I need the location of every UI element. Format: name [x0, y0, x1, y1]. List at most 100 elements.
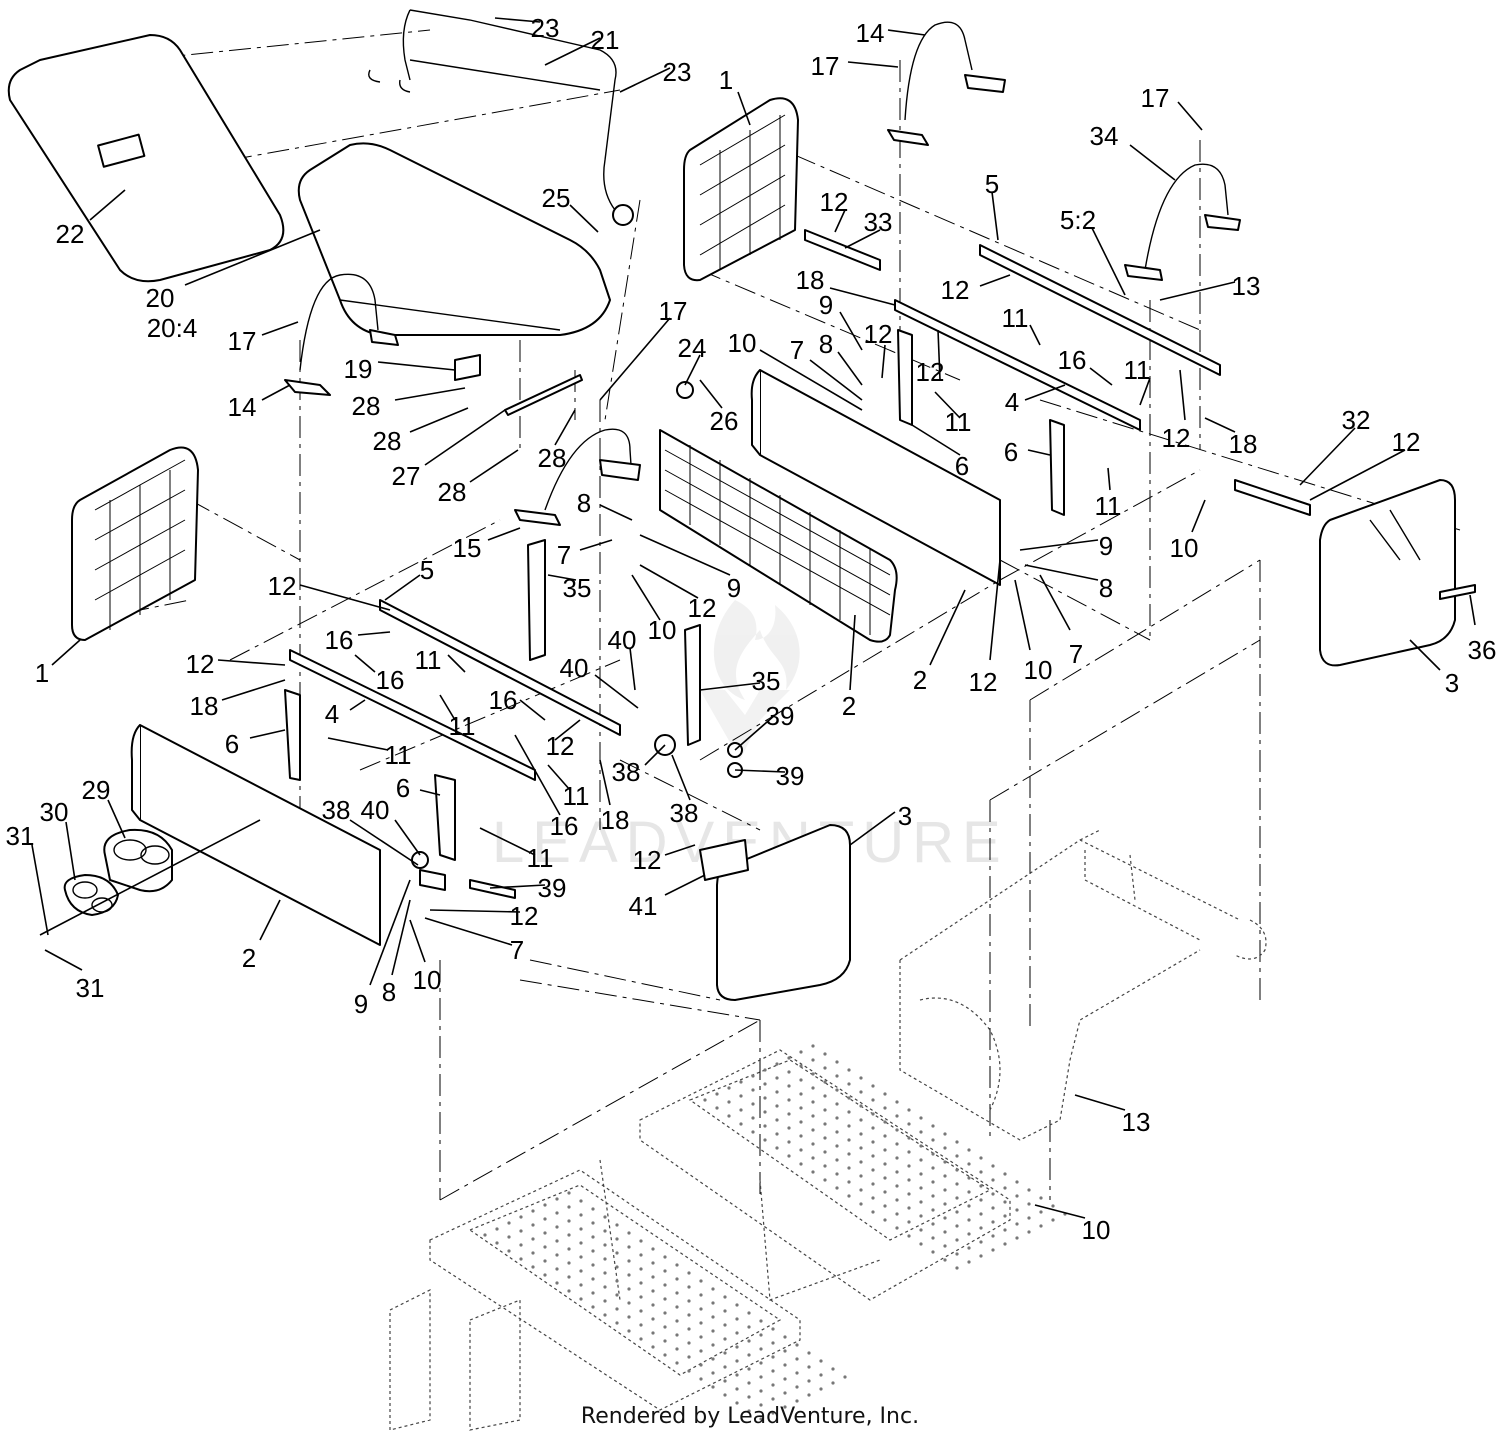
- grating-hole: [967, 1232, 971, 1236]
- grating-hole: [1015, 1180, 1019, 1184]
- grating-hole: [811, 1114, 815, 1118]
- grating-hole: [555, 1281, 559, 1285]
- grating-hole: [883, 1190, 887, 1194]
- callout-label: 29: [82, 775, 111, 805]
- grating-hole: [519, 1229, 523, 1233]
- grating-hole: [555, 1253, 559, 1257]
- callout-label: 11: [1002, 303, 1029, 333]
- grating-hole: [699, 1335, 703, 1339]
- grab-handle-right: [1124, 163, 1241, 281]
- grating-hole: [811, 1128, 815, 1132]
- seat-back-cushion: [7, 34, 285, 283]
- grating-hole: [783, 1377, 787, 1381]
- grating-hole: [859, 1202, 863, 1206]
- grating-hole: [651, 1331, 655, 1335]
- seat-frame-left: [71, 446, 199, 641]
- grating-hole: [771, 1383, 775, 1387]
- grating-hole: [687, 1327, 691, 1331]
- grating-hole: [519, 1257, 523, 1261]
- grating-hole: [747, 1325, 751, 1329]
- callout-label: 3: [1445, 668, 1459, 698]
- grating-hole: [823, 1094, 827, 1098]
- grating-hole: [759, 1417, 763, 1421]
- grating-hole: [799, 1050, 803, 1054]
- grating-hole: [531, 1223, 535, 1227]
- grating-hole: [775, 1132, 779, 1136]
- callout-label: 10: [728, 328, 757, 358]
- grating-hole: [823, 1108, 827, 1112]
- seat-panel-upper-right: [750, 369, 1001, 586]
- callout-label: 17: [659, 296, 688, 326]
- grating-hole: [955, 1140, 959, 1144]
- callout-label: 6: [396, 773, 410, 803]
- callout-label: 17: [811, 51, 840, 81]
- grating-hole: [759, 1403, 763, 1407]
- grating-hole: [795, 1371, 799, 1375]
- grating-hole: [771, 1341, 775, 1345]
- grating-hole: [799, 1078, 803, 1082]
- grating-hole: [1003, 1172, 1007, 1176]
- grating-hole: [967, 1162, 971, 1166]
- grating-hole: [823, 1164, 827, 1168]
- grating-hole: [579, 1213, 583, 1217]
- callout-label: 22: [56, 219, 85, 249]
- callout-label: 12: [1162, 423, 1191, 453]
- grating-hole: [835, 1088, 839, 1092]
- grating-hole: [675, 1263, 679, 1267]
- grating-hole: [663, 1325, 667, 1329]
- grating-hole: [847, 1138, 851, 1142]
- grating-hole: [871, 1182, 875, 1186]
- grating-hole: [711, 1385, 715, 1389]
- grating-hole: [783, 1349, 787, 1353]
- callout-label: 38: [612, 757, 641, 787]
- grating-hole: [591, 1221, 595, 1225]
- grating-hole: [699, 1377, 703, 1381]
- callout-label: 23: [531, 13, 560, 43]
- grating-hole: [627, 1259, 631, 1263]
- callout-label: 28: [538, 443, 567, 473]
- grating-hole: [895, 1212, 899, 1216]
- grating-hole: [687, 1271, 691, 1275]
- grating-hole: [943, 1146, 947, 1150]
- grating-hole: [675, 1277, 679, 1281]
- grating-hole: [723, 1323, 727, 1327]
- grating-hole: [723, 1379, 727, 1383]
- grating-hole: [543, 1203, 547, 1207]
- grating-hole: [675, 1333, 679, 1337]
- grating-hole: [751, 1102, 755, 1106]
- grating-hole: [907, 1108, 911, 1112]
- callout-label: 17: [228, 326, 257, 356]
- callout-label: 12: [969, 667, 998, 697]
- grating-hole: [615, 1251, 619, 1255]
- callout-label: 11: [385, 740, 412, 770]
- grating-hole: [603, 1313, 607, 1317]
- callout-label: 27: [392, 461, 421, 491]
- grating-hole: [567, 1289, 571, 1293]
- grating-hole: [747, 1339, 751, 1343]
- grating-hole: [531, 1237, 535, 1241]
- grating-hole: [751, 1088, 755, 1092]
- grating-hole: [715, 1092, 719, 1096]
- grating-hole: [955, 1168, 959, 1172]
- grating-hole: [507, 1221, 511, 1225]
- grating-hole: [907, 1136, 911, 1140]
- grating-hole: [519, 1215, 523, 1219]
- grating-hole: [943, 1174, 947, 1178]
- seat-panel-lower-left: [130, 724, 381, 946]
- grating-hole: [1039, 1224, 1043, 1228]
- grating-hole: [943, 1202, 947, 1206]
- grating-hole: [847, 1096, 851, 1100]
- grating-hole: [507, 1249, 511, 1253]
- grating-hole: [807, 1393, 811, 1397]
- grating-hole: [835, 1060, 839, 1064]
- grating-hole: [735, 1359, 739, 1363]
- callout-label: 14: [228, 392, 257, 422]
- callout-label: 11: [527, 843, 554, 873]
- callout-label: 6: [955, 451, 969, 481]
- grating-hole: [835, 1144, 839, 1148]
- grating-hole: [907, 1164, 911, 1168]
- grating-hole: [1015, 1222, 1019, 1226]
- callout-label: 16: [325, 625, 354, 655]
- grating-hole: [931, 1138, 935, 1142]
- grating-hole: [919, 1144, 923, 1148]
